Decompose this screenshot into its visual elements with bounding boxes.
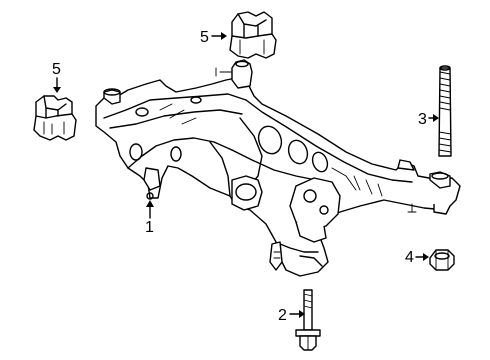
bolt-drawing	[295, 289, 321, 351]
callout-2: 2	[278, 307, 305, 324]
callout-4: 4	[405, 249, 429, 266]
callout-3-label: 3	[418, 111, 427, 128]
insulator-left-drawing	[33, 95, 77, 141]
callout-2-arrowhead	[299, 310, 305, 318]
callout-1: 1	[145, 200, 154, 236]
callout-1-label: 1	[145, 219, 154, 236]
callout-4-label: 4	[405, 249, 414, 266]
insulator-top-drawing	[229, 11, 277, 59]
callout-5-left: 5	[52, 61, 61, 93]
subframe-drawing	[95, 59, 461, 277]
callout-3-arrowhead	[433, 114, 439, 122]
stud-drawing	[438, 65, 452, 157]
nut-drawing	[429, 249, 455, 271]
callout-4-arrowhead	[423, 253, 429, 261]
callout-5-left-arrowhead	[53, 87, 61, 93]
callout-5-top-arrowhead	[221, 32, 227, 40]
callout-2-label: 2	[278, 307, 287, 324]
callout-5-top: 5	[200, 29, 227, 46]
callout-5-top-label: 5	[200, 29, 209, 46]
callout-1-arrowhead	[146, 200, 154, 207]
callout-5-left-label: 5	[52, 61, 61, 78]
callout-3: 3	[418, 111, 439, 128]
